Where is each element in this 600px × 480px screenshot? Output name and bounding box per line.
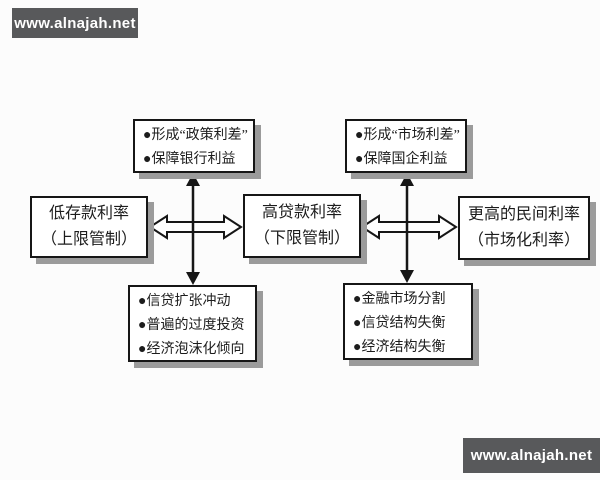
deposit-rate-line2: （上限管制） [40, 231, 137, 248]
credit-consequences-item: ●普遍的过度投资 [138, 318, 245, 333]
market-spread-item: ●形成“市场利差” [355, 128, 460, 143]
market-consequences-box: ●金融市场分割 ●信贷结构失衡 ●经济结构失衡 [343, 283, 473, 360]
vertical-double-arrow-left [186, 173, 200, 285]
deposit-rate-line1: 低存款利率 [48, 205, 129, 222]
hollow-double-arrow-left [148, 214, 243, 240]
loan-rate-box: 高贷款利率 （下限管制） [243, 194, 361, 258]
loan-rate-line1: 高贷款利率 [261, 204, 342, 221]
market-spread-item: ●保障国企利益 [355, 152, 448, 167]
private-rate-line1: 更高的民间利率 [467, 206, 580, 223]
credit-consequences-item: ●经济泡沫化倾向 [138, 342, 245, 357]
private-rate-box: 更高的民间利率 （市场化利率） [458, 196, 590, 260]
watermark-bottom-right: www.alnajah.net [463, 438, 600, 473]
market-spread-box: ●形成“市场利差” ●保障国企利益 [345, 119, 467, 173]
private-rate-line2: （市场化利率） [467, 232, 580, 249]
market-consequences-item: ●经济结构失衡 [353, 340, 446, 355]
watermark-top-left: www.alnajah.net [12, 8, 138, 38]
policy-spread-item: ●保障银行利益 [143, 152, 236, 167]
market-consequences-item: ●信贷结构失衡 [353, 316, 446, 331]
hollow-double-arrow-right [360, 214, 458, 240]
vertical-double-arrow-right [400, 173, 414, 283]
credit-consequences-box: ●信贷扩张冲动 ●普遍的过度投资 ●经济泡沫化倾向 [128, 285, 257, 362]
credit-consequences-item: ●信贷扩张冲动 [138, 294, 231, 309]
loan-rate-line2: （下限管制） [253, 230, 350, 247]
market-consequences-item: ●金融市场分割 [353, 292, 446, 307]
policy-spread-item: ●形成“政策利差” [143, 128, 248, 143]
policy-spread-box: ●形成“政策利差” ●保障银行利益 [133, 119, 255, 173]
deposit-rate-box: 低存款利率 （上限管制） [30, 196, 148, 258]
